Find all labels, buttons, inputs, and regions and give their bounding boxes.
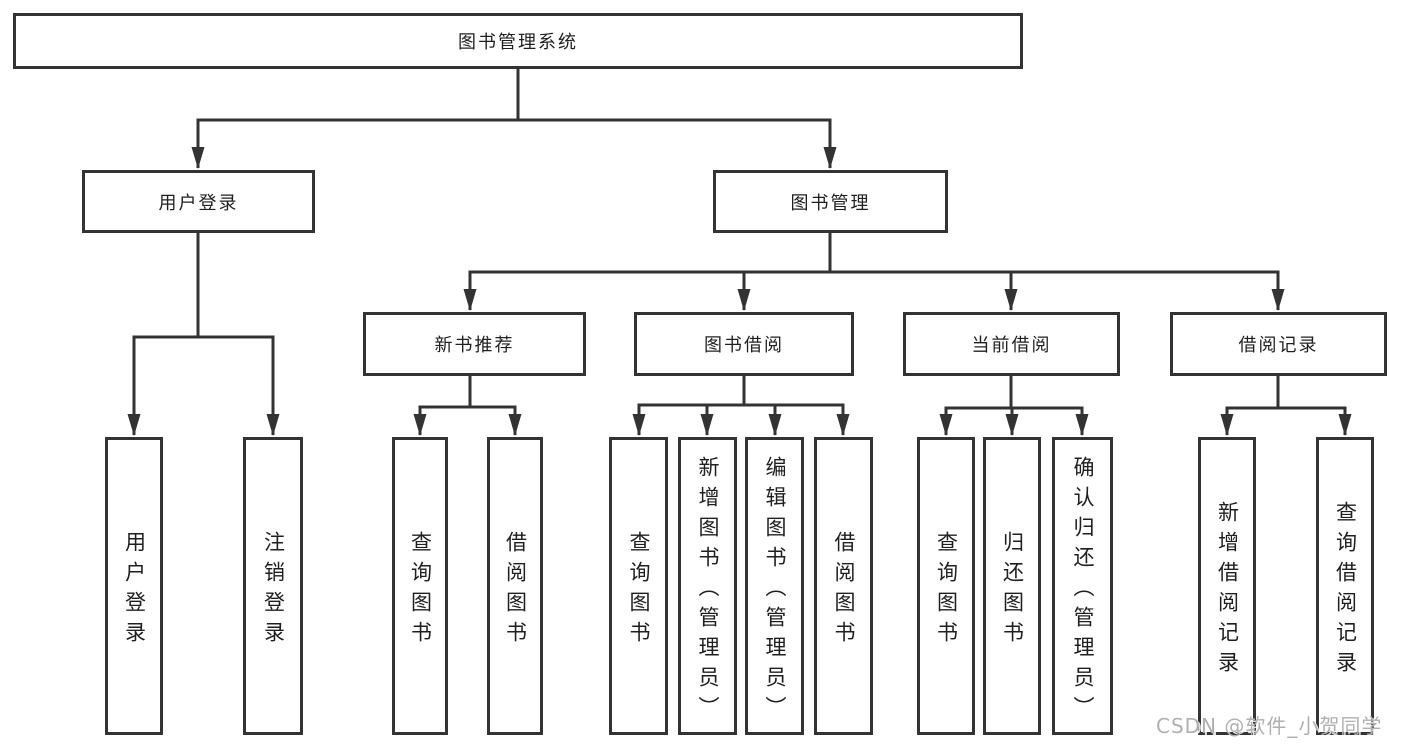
leaf-newbook-borrow-label: 借阅图书 (503, 530, 528, 651)
node-current-borrow: 当前借阅 (903, 312, 1120, 376)
node-current-borrow-label: 当前借阅 (971, 335, 1052, 356)
leaf-newbook-query-label: 查询图书 (408, 530, 433, 651)
leaf-logout: 注销登录 (243, 437, 303, 735)
leaf-query-borrow-record: 查询借阅记录 (1316, 437, 1374, 735)
csdn-watermark: CSDN @软件_小贺同学 (1156, 714, 1383, 738)
leaf-newbook-borrow: 借阅图书 (487, 437, 543, 735)
leaf-borrow-edit-admin-label: 编辑图书（管理员） (763, 455, 787, 726)
connector-bookmgmt-branch (463, 270, 1285, 311)
node-user-login-label: 用户登录 (158, 192, 239, 214)
leaf-query-borrow-record-label: 查询借阅记录 (1333, 500, 1358, 681)
node-new-book-recommend: 新书推荐 (363, 312, 586, 376)
node-book-borrow: 图书借阅 (634, 312, 854, 376)
leaf-confirm-return-admin-label: 确认归还（管理员） (1071, 455, 1095, 726)
leaf-return-book-label: 归还图书 (1000, 530, 1025, 651)
leaf-logout-label: 注销登录 (261, 530, 286, 651)
node-user-login: 用户登录 (82, 170, 315, 233)
leaf-borrow-query-label: 查询图书 (627, 530, 651, 651)
leaf-newbook-query: 查询图书 (392, 437, 448, 735)
leaf-borrow-edit-admin: 编辑图书（管理员） (745, 437, 804, 735)
leaf-add-borrow-record: 新增借阅记录 (1198, 437, 1256, 735)
connector-root-branch (191, 118, 837, 169)
leaf-user-login-label: 用户登录 (122, 530, 147, 651)
leaf-borrow-add-admin-label: 新增图书（管理员） (696, 455, 720, 726)
connector-newbook-branch (413, 405, 522, 436)
node-book-management-label: 图书管理 (790, 192, 871, 214)
node-new-book-recommend-label: 新书推荐 (434, 335, 515, 356)
leaf-add-borrow-record-label: 新增借阅记录 (1215, 500, 1240, 681)
connector-records-branch (1220, 406, 1352, 436)
node-borrow-records-label: 借阅记录 (1238, 335, 1319, 356)
node-borrow-records: 借阅记录 (1170, 312, 1387, 376)
leaf-current-query: 查询图书 (917, 437, 975, 735)
leaf-user-login: 用户登录 (105, 437, 163, 735)
leaf-borrow-book: 借阅图书 (814, 437, 873, 735)
leaf-return-book: 归还图书 (983, 437, 1041, 735)
connector-userlogin-branch (127, 335, 280, 436)
connector-borrow-branch (632, 403, 850, 436)
node-library-system-label: 图书管理系统 (458, 32, 578, 53)
leaf-borrow-add-admin: 新增图书（管理员） (678, 437, 737, 735)
node-library-system: 图书管理系统 (13, 13, 1023, 69)
leaf-borrow-book-label: 借阅图书 (832, 530, 856, 651)
leaf-borrow-query: 查询图书 (609, 437, 668, 735)
leaf-current-query-label: 查询图书 (934, 530, 959, 651)
connector-current-branch (939, 406, 1089, 436)
node-book-management: 图书管理 (713, 170, 948, 233)
leaf-confirm-return-admin: 确认归还（管理员） (1052, 437, 1113, 735)
node-book-borrow-label: 图书借阅 (704, 335, 784, 356)
